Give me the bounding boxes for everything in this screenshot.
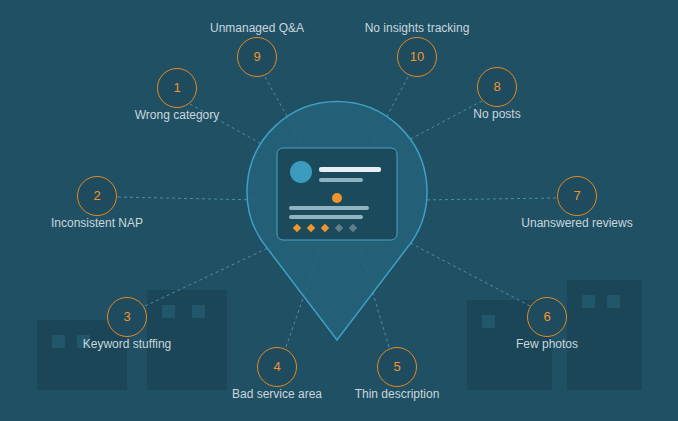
callout-node: 2Inconsistent NAP <box>12 196 182 197</box>
callout-node: 1Wrong category <box>92 88 262 89</box>
card-bar <box>289 215 363 219</box>
callout-label: Bad service area <box>192 386 362 402</box>
card-bar <box>289 206 369 210</box>
callout-label: Thin description <box>312 386 482 402</box>
callout-node: 7Unanswered reviews <box>492 196 662 197</box>
callout-number: 8 <box>477 67 517 107</box>
card-bar <box>319 178 363 182</box>
callout-label: No posts <box>412 106 582 122</box>
callout-number: 3 <box>107 297 147 337</box>
callout-label: Wrong category <box>92 107 262 123</box>
callout-label: Inconsistent NAP <box>12 215 182 231</box>
callout-node: 8No posts <box>412 87 582 88</box>
callout-number: 7 <box>557 176 597 216</box>
callout-node: 4Bad service area <box>192 367 362 368</box>
callout-label: Few photos <box>462 336 632 352</box>
callout-node: 3Keyword stuffing <box>42 317 212 318</box>
callout-label: No insights tracking <box>332 20 502 36</box>
rating-stars <box>293 224 357 232</box>
callout-number: 6 <box>527 297 567 337</box>
listing-card <box>277 148 397 240</box>
callout-node: 9Unmanaged Q&A <box>172 57 342 58</box>
callout-node: 10No insights tracking <box>332 57 502 58</box>
callout-number: 2 <box>77 176 117 216</box>
callout-number: 10 <box>397 37 437 77</box>
callout-number: 5 <box>377 347 417 387</box>
callout-number: 9 <box>237 37 277 77</box>
pin-dot <box>332 193 342 203</box>
callout-node: 5Thin description <box>312 367 482 368</box>
avatar <box>290 161 312 183</box>
callout-node: 6Few photos <box>462 317 632 318</box>
callout-label: Keyword stuffing <box>42 336 212 352</box>
card-bar <box>319 167 381 172</box>
callout-label: Unmanaged Q&A <box>172 20 342 36</box>
map-pin <box>247 101 427 340</box>
callout-label: Unanswered reviews <box>492 215 662 231</box>
callout-number: 1 <box>157 68 197 108</box>
callout-number: 4 <box>257 347 297 387</box>
